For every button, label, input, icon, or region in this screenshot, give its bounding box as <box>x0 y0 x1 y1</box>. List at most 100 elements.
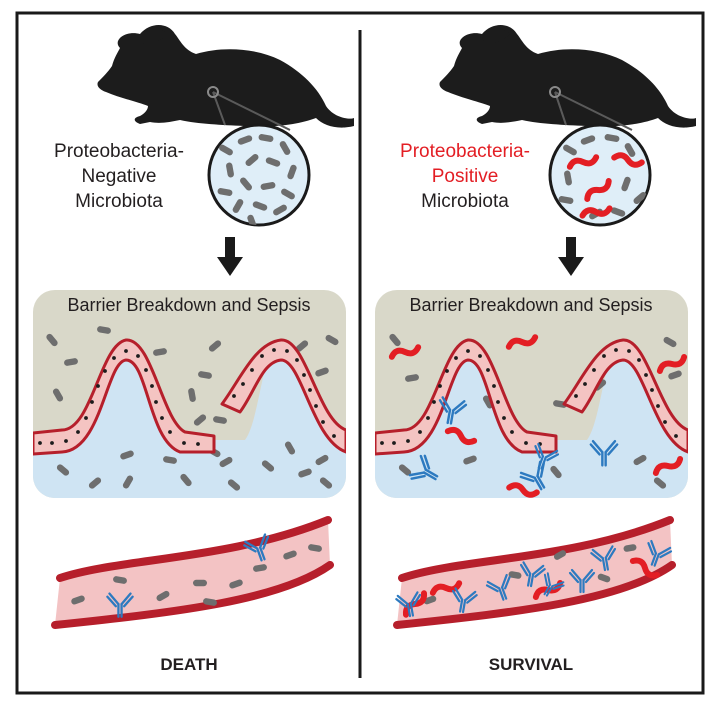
commensal-bacterium <box>88 477 102 489</box>
commensal-bacterium <box>653 477 667 489</box>
commensal-bacterium <box>610 207 626 217</box>
commensal-bacterium <box>219 456 233 468</box>
commensal-bacterium <box>260 182 276 190</box>
commensal-bacterium <box>188 388 196 402</box>
commensal-bacterium <box>295 340 309 352</box>
cell-nucleus <box>492 384 496 388</box>
zoom-line <box>554 91 633 131</box>
cell-nucleus <box>637 358 641 362</box>
cell-nucleus <box>644 373 648 377</box>
cell-nucleus <box>321 420 325 424</box>
cell-nucleus <box>332 434 336 438</box>
blood-vessel <box>393 516 676 629</box>
antibody-icon <box>395 591 422 618</box>
commensal-bacterium <box>558 196 574 204</box>
cell-nucleus <box>241 382 245 386</box>
commensal-bacterium <box>229 579 243 589</box>
antibody-icon <box>438 396 468 425</box>
cell-nucleus <box>103 369 107 373</box>
cell-nucleus <box>445 369 449 373</box>
commensal-bacterium <box>240 177 252 191</box>
microbiota-label-line: Microbiota <box>75 191 163 212</box>
zoom-origin <box>549 86 561 98</box>
commensal-bacterium <box>315 367 329 377</box>
cell-nucleus <box>144 368 148 372</box>
commensal-bacterium <box>623 544 637 552</box>
microbiota-label-line: Negative <box>82 166 157 187</box>
vessel-wall <box>56 516 332 582</box>
villus <box>375 338 558 456</box>
cell-nucleus <box>380 441 384 445</box>
microbiota-label-line: Microbiota <box>421 191 509 212</box>
commensal-bacterium <box>113 576 127 584</box>
proteobacterium <box>629 557 661 579</box>
cell-nucleus <box>496 400 500 404</box>
commensal-bacterium <box>258 134 274 142</box>
cell-nucleus <box>663 420 667 424</box>
zoom-line <box>212 91 291 131</box>
antibody-icon <box>589 439 619 467</box>
cell-nucleus <box>627 349 631 353</box>
commensal-bacterium <box>298 468 312 478</box>
cell-nucleus <box>112 356 116 360</box>
antibody-icon <box>408 454 439 481</box>
cell-nucleus <box>524 441 528 445</box>
mixed-bacteria-group <box>402 544 661 618</box>
commensal-bacterium <box>97 326 111 334</box>
cell-nucleus <box>406 439 410 443</box>
commensal-bacterium <box>553 400 567 408</box>
proteobacterium <box>444 426 478 446</box>
cell-nucleus <box>592 368 596 372</box>
commensal-bacterium <box>563 144 577 156</box>
antibody-icon <box>519 460 546 491</box>
epithelium <box>33 338 346 456</box>
commensal-bacterium <box>232 199 244 213</box>
antibody-group <box>106 533 270 618</box>
commensal-bacterium <box>553 550 567 560</box>
commensal-bacteria-group <box>217 134 297 225</box>
zoom-origin <box>207 86 219 98</box>
cell-nucleus <box>84 416 88 420</box>
commensal-bacterium <box>245 154 259 166</box>
commensal-bacterium <box>265 157 281 167</box>
commensal-bacterium <box>122 475 134 489</box>
proteobacterium <box>652 456 684 476</box>
cell-nucleus <box>674 434 678 438</box>
cell-nucleus <box>76 430 80 434</box>
cell-nucleus <box>614 348 618 352</box>
vessel-wall <box>51 561 334 629</box>
commensal-bacterium <box>208 340 222 352</box>
blood-vessel <box>51 516 334 629</box>
commensal-bacterium <box>398 464 412 476</box>
commensal-bacterium <box>597 573 611 583</box>
commensal-bacterium <box>580 135 596 145</box>
vessel-wall <box>398 516 674 582</box>
barrier-title: Barrier Breakdown and Sepsis <box>67 295 310 315</box>
commensal-bacterium <box>663 336 677 348</box>
commensal-bacterium <box>56 464 70 476</box>
commensal-bacterium <box>604 134 620 142</box>
commensal-bacterium <box>120 450 134 460</box>
commensal-bacterium <box>281 188 295 200</box>
cell-nucleus <box>574 394 578 398</box>
commensal-bacteria-group <box>46 326 339 491</box>
cell-nucleus <box>136 354 140 358</box>
mixed-bacteria-group <box>558 134 647 220</box>
cell-nucleus <box>432 400 436 404</box>
villus <box>562 338 688 454</box>
antibody-icon <box>451 587 478 614</box>
commensal-bacterium <box>203 598 217 606</box>
proteobacterium <box>656 354 688 374</box>
commensal-bacterium <box>193 414 207 426</box>
antibody-group <box>395 539 673 618</box>
cell-nucleus <box>232 394 236 398</box>
commensal-bacterium <box>237 135 253 145</box>
cell-nucleus <box>486 368 490 372</box>
barrier-box <box>375 290 688 498</box>
proteobacterium <box>505 334 539 350</box>
cell-nucleus <box>308 388 312 392</box>
down-arrow-icon <box>217 237 243 276</box>
proteobacterium <box>388 344 422 360</box>
mouse-icon <box>439 25 696 128</box>
commensal-bacterium <box>261 460 275 472</box>
